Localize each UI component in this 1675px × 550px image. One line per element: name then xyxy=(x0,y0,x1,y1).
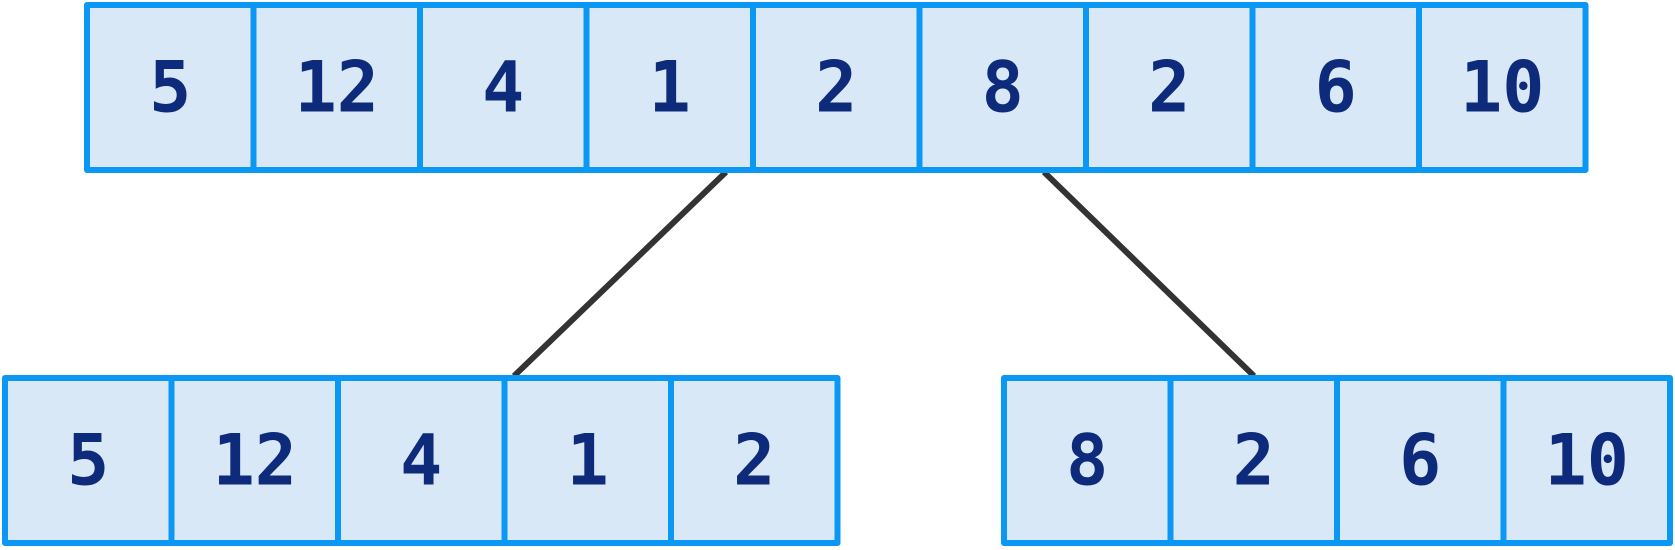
connector-line-right xyxy=(1041,169,1257,379)
right-cell: 8 xyxy=(1001,375,1174,546)
parent-cell-box xyxy=(417,2,590,173)
parent-cell-box xyxy=(1249,2,1422,173)
left-cell-value: 1 xyxy=(567,420,609,502)
parent-cell-box xyxy=(84,2,257,173)
left-cell: 1 xyxy=(501,375,674,546)
left-cell: 12 xyxy=(168,375,341,546)
right-cell-value: 6 xyxy=(1399,420,1441,502)
parent-cell-value: 8 xyxy=(982,47,1024,129)
right-cell-value: 8 xyxy=(1066,420,1108,502)
parent-cell-value: 5 xyxy=(149,47,191,129)
left-cell: 5 xyxy=(2,375,175,546)
parent-cell-value: 2 xyxy=(815,47,857,129)
left-cell-box xyxy=(668,375,841,546)
parent-cell: 4 xyxy=(417,2,590,173)
parent-cell: 5 xyxy=(84,2,257,173)
right-subarray: 8 2 6 10 xyxy=(1001,375,1673,546)
parent-cell: 2 xyxy=(1083,2,1256,173)
right-cell-value: 10 xyxy=(1545,420,1629,502)
parent-cell-box xyxy=(1416,2,1589,173)
parent-cell-value: 2 xyxy=(1148,47,1190,129)
left-cell-value: 12 xyxy=(213,420,297,502)
left-cell-box xyxy=(2,375,175,546)
parent-cell-value: 4 xyxy=(482,47,524,129)
right-cell: 2 xyxy=(1167,375,1340,546)
right-cell-value: 2 xyxy=(1233,420,1275,502)
left-cell: 2 xyxy=(668,375,841,546)
connector-line-left xyxy=(511,169,729,379)
left-cell-value: 2 xyxy=(733,420,775,502)
parent-cell-value: 1 xyxy=(649,47,691,129)
right-cell: 6 xyxy=(1334,375,1507,546)
right-cell: 10 xyxy=(1500,375,1673,546)
parent-cell-value: 12 xyxy=(295,47,379,129)
parent-cell: 8 xyxy=(916,2,1089,173)
parent-cell: 1 xyxy=(583,2,756,173)
right-cell-box xyxy=(1167,375,1340,546)
left-cell-value: 4 xyxy=(400,420,442,502)
left-cell-box xyxy=(335,375,508,546)
left-cell: 4 xyxy=(335,375,508,546)
parent-cell-box xyxy=(250,2,423,173)
right-cell-box xyxy=(1334,375,1507,546)
left-cell-box xyxy=(501,375,674,546)
parent-cell: 6 xyxy=(1249,2,1422,173)
parent-cell-value: 6 xyxy=(1315,47,1357,129)
parent-cell: 12 xyxy=(250,2,423,173)
parent-cell: 10 xyxy=(1416,2,1589,173)
parent-cell-value: 10 xyxy=(1460,47,1544,129)
parent-cell-box xyxy=(916,2,1089,173)
right-cell-box xyxy=(1500,375,1673,546)
parent-cell-box xyxy=(750,2,923,173)
left-cell-value: 5 xyxy=(67,420,109,502)
parent-cell: 2 xyxy=(750,2,923,173)
parent-cell-box xyxy=(1083,2,1256,173)
